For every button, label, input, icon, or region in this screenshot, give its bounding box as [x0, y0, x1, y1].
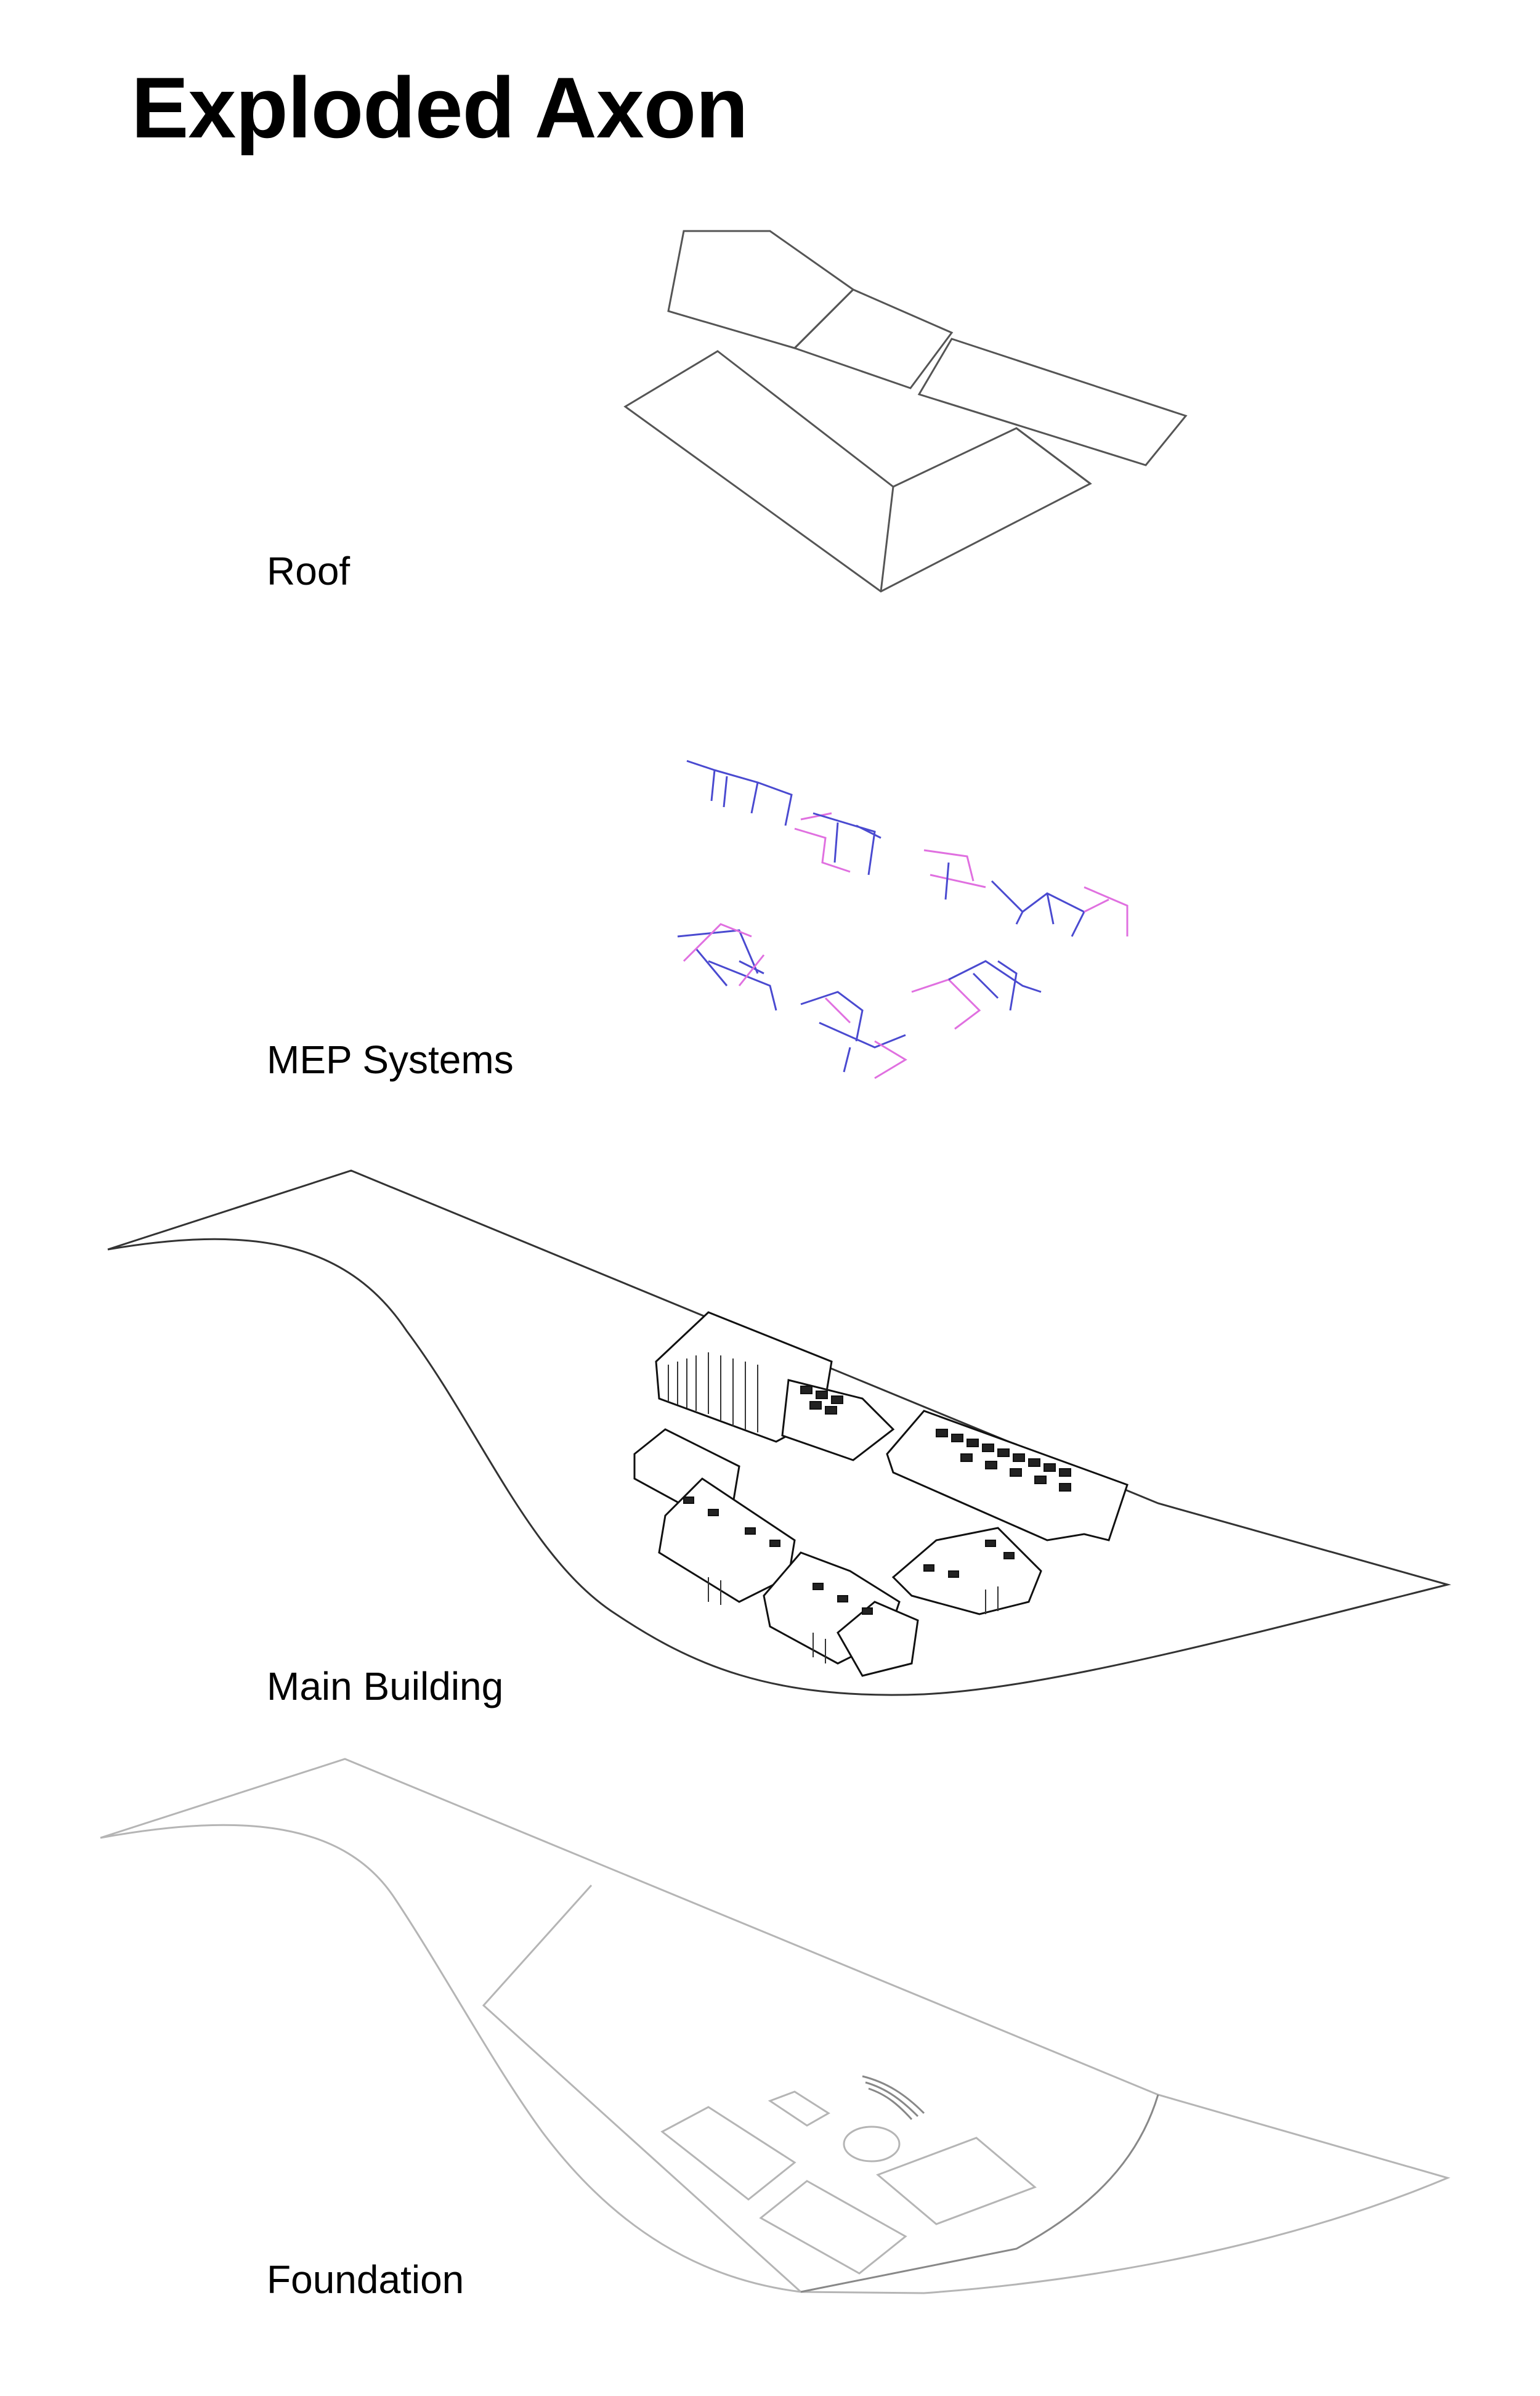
foundation-drawing	[100, 1758, 1451, 2294]
page-title: Exploded Axon	[131, 59, 748, 156]
foundation-arc	[862, 2075, 925, 2121]
layer-label-mep: MEP Systems	[267, 1038, 514, 1082]
layer-label-roof: Roof	[267, 549, 351, 593]
layer-label-foundation: Foundation	[267, 2257, 464, 2302]
foundation-pad-1	[660, 2106, 796, 2201]
foundation-pad-3	[876, 2137, 1037, 2225]
roof-panel-3	[917, 338, 1188, 466]
main-building-drawing	[107, 1169, 1451, 1696]
foundation-circle	[843, 2126, 901, 2162]
roof-panel-2	[793, 288, 954, 389]
foundation-pad-2	[759, 2180, 907, 2275]
building-block-east	[886, 1410, 1129, 1541]
site-outline	[107, 1169, 1451, 1696]
roof-drawing	[623, 230, 1188, 593]
mep-drawing	[677, 760, 1129, 1079]
foundation-inner-boundary	[482, 1884, 802, 2293]
foundation-site-outline	[100, 1758, 1451, 2294]
foundation-pad-4	[768, 2090, 830, 2127]
layer-label-main-building: Main Building	[267, 1664, 504, 1708]
